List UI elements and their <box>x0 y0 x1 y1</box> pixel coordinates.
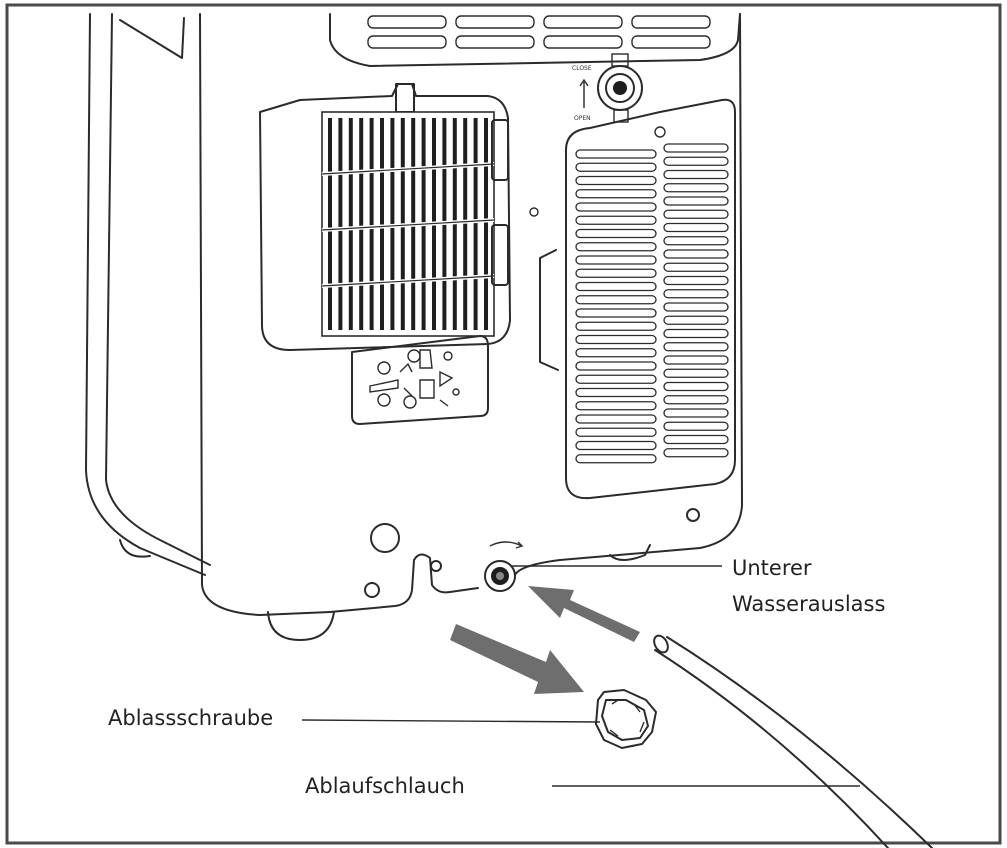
exhaust-slat <box>663 421 729 431</box>
exhaust-slat <box>575 348 657 358</box>
exhaust-slat <box>575 281 657 292</box>
exhaust-slat <box>663 289 729 299</box>
exhaust-slat <box>663 262 729 272</box>
exhaust-slat <box>575 295 657 305</box>
body-right-edge <box>514 13 743 576</box>
drain-screw-cap <box>595 689 657 749</box>
filter-crossbar-edge <box>321 219 495 231</box>
filter-bar <box>463 118 468 330</box>
insert-hose-arrow <box>528 586 640 642</box>
knob-close-mark: CLOSE <box>572 65 592 72</box>
exhaust-slat <box>575 321 657 331</box>
exhaust-slat <box>663 395 729 405</box>
upper-drain-knob: CLOSE OPEN <box>572 53 643 123</box>
filter-bar <box>338 118 343 330</box>
filter-bars <box>321 118 495 330</box>
label-outlet-line2: Wasserauslass <box>732 592 885 616</box>
outer-frame <box>5 3 1002 845</box>
wheel-right <box>609 544 651 561</box>
exhaust-slat <box>575 374 657 384</box>
wheel-left <box>267 611 335 641</box>
label-drain-hose: Ablaufschlauch <box>305 774 465 798</box>
exhaust-slat <box>663 342 729 352</box>
top-vent <box>367 15 711 49</box>
exhaust-slat <box>575 242 657 252</box>
label-drain-screw: Ablassschraube <box>108 706 273 730</box>
exhaust-grille <box>529 98 736 500</box>
exhaust-slat <box>575 268 657 278</box>
exhaust-slats <box>575 143 729 464</box>
filter-bar <box>359 118 364 330</box>
lower-water-outlet <box>484 541 524 592</box>
exhaust-slat <box>663 156 729 166</box>
exhaust-slat <box>663 183 729 193</box>
filter-bar <box>380 118 384 330</box>
filter-crossbar-edge <box>321 275 495 287</box>
screw-hole-right <box>686 508 700 522</box>
exhaust-slat <box>575 414 657 424</box>
exhaust-slat <box>663 196 729 206</box>
power-cord-hole <box>370 523 400 553</box>
carry-handle <box>119 17 185 59</box>
exhaust-slat <box>575 189 657 199</box>
top-vent-housing <box>329 13 741 67</box>
exhaust-slat <box>663 328 729 339</box>
exhaust-slat <box>663 302 729 312</box>
exhaust-slat <box>663 222 729 233</box>
exhaust-slat <box>663 169 729 180</box>
exhaust-slat <box>663 381 729 392</box>
exhaust-slat <box>663 315 729 325</box>
filter-bar <box>348 118 353 330</box>
exhaust-slat <box>663 408 729 418</box>
exhaust-slat <box>663 236 729 246</box>
exhaust-slat <box>575 308 657 318</box>
body-left-edge <box>85 13 206 576</box>
exhaust-slat <box>663 434 729 445</box>
filter-bar <box>328 118 332 330</box>
exhaust-slat <box>575 202 657 212</box>
exhaust-slat <box>663 143 729 153</box>
filter-bar <box>473 118 478 330</box>
exhaust-slat <box>575 427 657 437</box>
knob-open-mark: OPEN <box>574 115 591 122</box>
wheel-back-left <box>119 539 151 558</box>
body-bottom-edge <box>329 553 479 613</box>
exhaust-slat <box>575 215 657 225</box>
remove-screw-arrow <box>450 624 584 694</box>
label-outlet-line1: Unterer <box>732 556 812 580</box>
exhaust-slat <box>575 454 657 464</box>
exhaust-slat <box>575 387 657 398</box>
exhaust-slat <box>575 149 657 159</box>
notch-hole <box>430 560 442 572</box>
air-filter-grille <box>259 83 511 351</box>
body-front-corner <box>199 13 331 616</box>
exhaust-slat <box>575 401 657 411</box>
exhaust-slat <box>575 334 657 345</box>
body-left-inner-edge <box>105 13 211 566</box>
screw-hole-left <box>364 582 380 598</box>
exhaust-slat <box>575 361 657 371</box>
exhaust-slat <box>575 175 657 186</box>
exhaust-slat <box>575 162 657 172</box>
exhaust-slat <box>575 228 657 239</box>
filter-bar <box>484 118 488 330</box>
exhaust-slat <box>663 249 729 259</box>
screw-leader-line <box>301 719 601 723</box>
exhaust-slat <box>663 355 729 365</box>
exhaust-slat <box>663 368 729 378</box>
exhaust-slat <box>575 440 657 451</box>
exhaust-slat <box>663 448 729 458</box>
exhaust-slat <box>575 255 657 265</box>
exhaust-slat <box>663 209 729 219</box>
side-handle-recess <box>539 249 559 371</box>
exhaust-slat <box>663 275 729 286</box>
filter-crossbar-edge <box>321 163 495 175</box>
filter-bar <box>369 118 374 330</box>
symbol-plate <box>351 335 489 425</box>
drain-hose <box>653 634 933 848</box>
device-body <box>85 13 743 641</box>
